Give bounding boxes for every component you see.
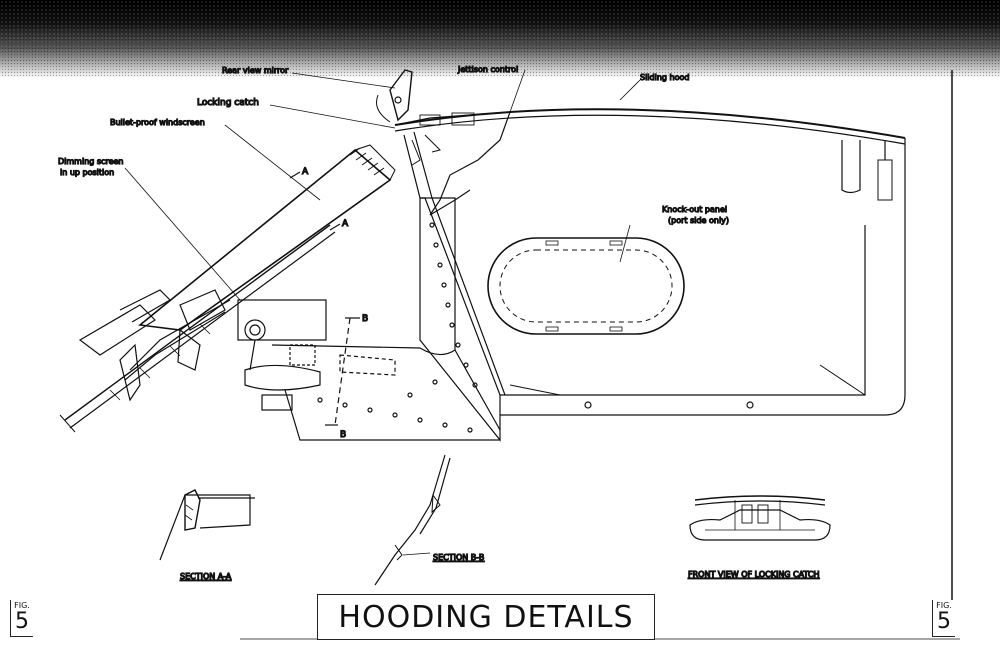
- label-jettison-control: Jettison control: [457, 65, 518, 74]
- dimming-screen: [59, 224, 336, 433]
- label-dimming-screen-line1: Dimming screen: [58, 157, 123, 166]
- hood-side-panel: [429, 111, 906, 416]
- sliding-hood: [394, 108, 906, 225]
- caption-section-bb: SECTION B-B: [433, 553, 484, 562]
- knockout-panel: [487, 224, 685, 335]
- fig-tag-right: FIG. 5: [932, 600, 955, 637]
- fig-tag-left: FIG. 5: [10, 600, 33, 637]
- drawing-title: HOODING DETAILS: [338, 599, 634, 635]
- section-b-markers: [325, 317, 360, 426]
- reflector-sight: [237, 299, 327, 411]
- section-b-upper-letter: B: [362, 314, 368, 324]
- label-dimming-screen-line2: in up position: [60, 168, 114, 177]
- leader-lines: [124, 69, 641, 301]
- section-b-lower-letter: B: [340, 430, 346, 440]
- label-knockout-panel-line1: Knock-out panel: [662, 205, 727, 214]
- section-aa-detail: [159, 489, 255, 561]
- section-a-markers: [289, 171, 341, 231]
- bulletproof-windscreen: [138, 144, 396, 331]
- label-bulletproof-windscreen: Bullet-proof windscreen: [110, 118, 205, 127]
- fig-word-left: FIG.: [14, 601, 30, 610]
- caption-front-view-locking-catch: FRONT VIEW OF LOCKING CATCH: [688, 570, 820, 579]
- fig-number-left: 5: [15, 609, 29, 634]
- locking-catch-front-view: [689, 495, 831, 541]
- locking-catch-mechanism: [394, 111, 511, 166]
- caption-section-aa: SECTION A-A: [180, 572, 232, 581]
- section-bb-detail: [374, 454, 451, 586]
- windscreen-base: [78, 289, 231, 402]
- fig-number-right: 5: [937, 609, 951, 634]
- windscreen-post: [403, 131, 506, 442]
- title-box: HOODING DETAILS: [317, 594, 655, 640]
- label-rear-view-mirror: Rear view mirror: [222, 66, 289, 75]
- scan-shadow-band: [0, 0, 1000, 78]
- section-a-lower-letter: A: [342, 219, 349, 229]
- label-sliding-hood: Sliding hood: [640, 73, 689, 82]
- lower-frame-plate: [271, 344, 500, 441]
- section-a-upper-letter: A: [302, 167, 309, 177]
- fig-word-right: FIG.: [936, 601, 952, 610]
- label-knockout-panel-line2: (port side only): [668, 216, 729, 225]
- label-locking-catch: Locking catch: [197, 98, 259, 108]
- rear-view-mirror: [376, 69, 413, 123]
